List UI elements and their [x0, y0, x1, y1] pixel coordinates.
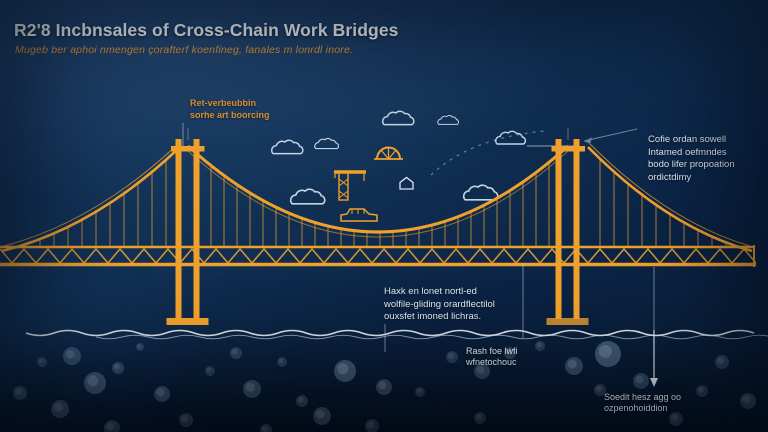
annotation-line: Ret-verbeubbin — [190, 98, 257, 108]
pointer-tower-right — [583, 128, 638, 142]
truss-deck — [0, 245, 757, 267]
annotation-line: Haxk en lonet nortl-ed — [384, 286, 477, 297]
cloud-icon — [271, 139, 304, 155]
annotation-line: ordictdimy — [648, 171, 692, 183]
underwater-shading — [0, 333, 768, 432]
left-tower — [166, 128, 209, 325]
underwater-bubbles — [13, 341, 756, 432]
annotation-water: Rash foe lwfi wfnetochouc — [466, 346, 518, 368]
cloud-icon — [437, 115, 460, 125]
arch-icon — [374, 146, 403, 160]
main-cables — [1, 143, 753, 253]
annotation-foundation: Soedit hesz agg oo ozpenohoiddion — [604, 392, 681, 414]
waterline — [25, 329, 768, 340]
annotation-line: ozpenohoiddion — [604, 403, 668, 413]
cable-left-span — [1, 146, 181, 253]
cloud-icon — [462, 184, 499, 201]
annotation-line: wolfile-gliding orardflectilol — [384, 298, 495, 310]
tower-footing — [166, 318, 209, 325]
annotation-line: Cofie ordan sowell — [648, 134, 727, 145]
annotation-deck-center: Haxk en lonet nortl-ed wolfile-gliding o… — [384, 286, 495, 324]
annotation-line: Soedit hesz agg oo — [604, 392, 682, 402]
cable-main-span-rail — [187, 150, 569, 238]
annotation-line: Rash foe lwfi — [466, 346, 518, 356]
cable-main-span — [186, 144, 570, 234]
crane-icon — [334, 170, 366, 201]
birds-path — [430, 130, 546, 176]
annotation-tower-left: Ret-verbeubbin sorhe art boorcing — [190, 98, 270, 121]
annotation-line: wfnetochouc — [466, 357, 517, 367]
right-tower — [546, 128, 589, 325]
cloud-icon — [314, 137, 340, 150]
cloud-icon — [289, 188, 326, 205]
cloud-icon — [495, 130, 527, 145]
cable-right-span — [587, 146, 753, 253]
tower-footing — [546, 318, 589, 325]
page-subtitle: Mugeb ber aphoi nmengen çorafterf koenfi… — [15, 44, 354, 56]
cloud-icons — [271, 110, 574, 205]
house-icon — [399, 176, 414, 190]
annotation-line: bodo lifer propoation — [648, 159, 735, 170]
cable-left-span-rail — [3, 143, 179, 247]
vehicle-icon — [340, 208, 378, 222]
annotation-line: ouxsfet imoned lichras. — [384, 311, 482, 322]
annotation-line: Intamed oefmndes — [648, 146, 727, 158]
annotation-tower-right: Cofie ordan sowell Intamed oefmndes bodo… — [648, 134, 735, 184]
pointer-foundation-arrowhead — [650, 378, 658, 387]
page-title: R2'8 Incbnsales of Cross-Chain Work Brid… — [14, 20, 399, 40]
annotation-line: sorhe art boorcing — [190, 109, 270, 120]
cable-right-span-rail — [589, 143, 751, 247]
cloud-icon — [382, 110, 415, 126]
pointer-arrowhead — [584, 137, 592, 144]
